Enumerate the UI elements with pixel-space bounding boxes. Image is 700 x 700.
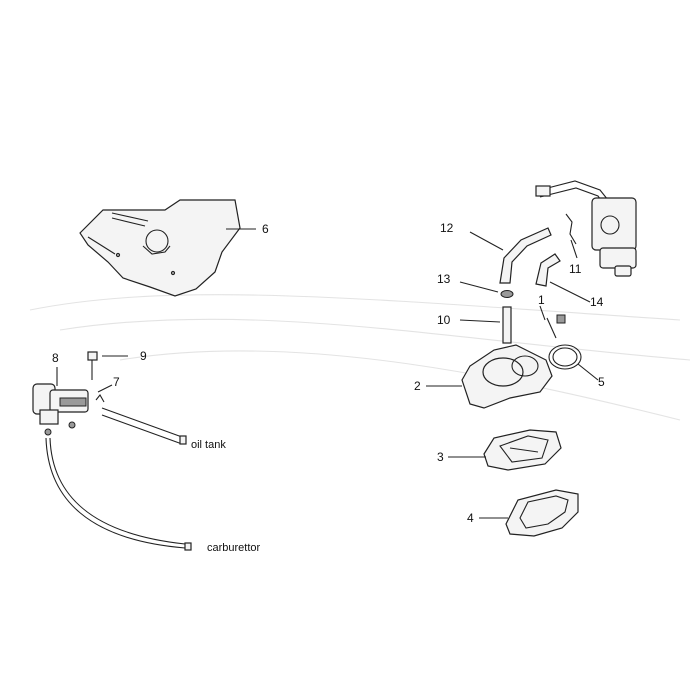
callout-1: 1 [538,293,545,307]
part-3-reed-valve [448,429,562,471]
oil-hose-to-carburettor [45,437,192,551]
part-13-fitting [459,281,514,298]
part-2-intake-manifold [426,344,553,409]
callout-10: 10 [437,313,451,327]
part-4-gasket [479,489,579,537]
watermark [29,294,691,421]
callout-7: 7 [113,375,120,389]
callout-11: 11 [569,262,582,276]
part-7-clip [95,384,113,403]
part-8-oil-pump [32,367,89,436]
part-14-hose [535,253,591,303]
part-5-clamp [548,344,599,381]
part-6-plate [79,199,256,297]
caption-carburettor: carburettor [207,542,261,554]
callout-13: 13 [437,272,451,286]
callout-6: 6 [262,222,269,236]
oil-hose-to-tank [101,407,187,445]
part-11-clip [565,213,578,259]
caption-oil-tank: oil tank [191,439,226,451]
part-9-screw [87,351,128,380]
part-12-hose [469,227,552,284]
part-10-tube [459,306,512,344]
callout-2: 2 [414,379,421,393]
part-1-screw [539,305,566,339]
callout-5: 5 [598,375,605,389]
callout-3: 3 [437,450,444,464]
callout-8: 8 [52,351,59,365]
callout-14: 14 [590,295,604,309]
callout-12: 12 [440,221,454,235]
callout-4: 4 [467,511,474,525]
callout-9: 9 [140,349,147,363]
carburettor-assembly [535,180,637,277]
